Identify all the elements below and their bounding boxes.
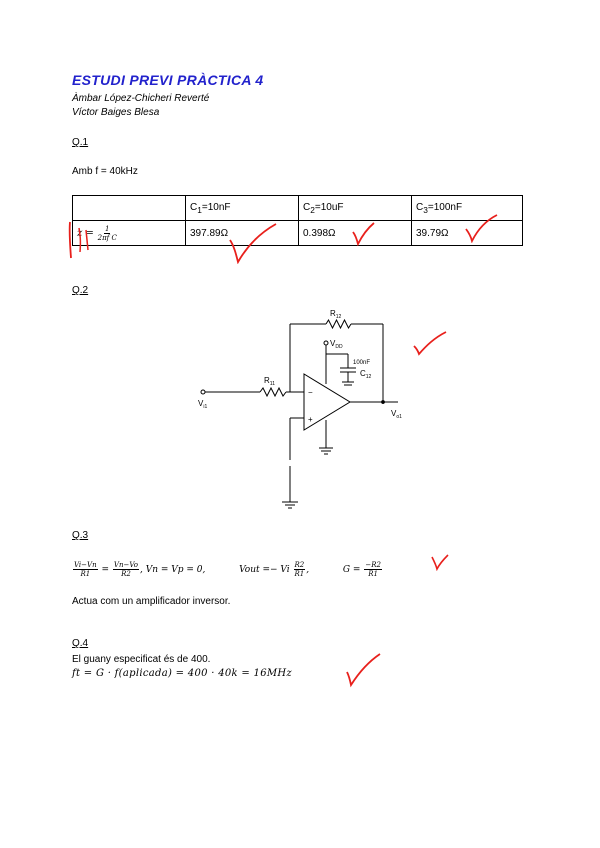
table-row: z = 1 2πf C 397.89Ω 0.398Ω 39.79Ω bbox=[72, 220, 523, 246]
q1-heading: Q.1 bbox=[72, 137, 89, 148]
vin-terminal bbox=[200, 389, 206, 395]
table-corner-cell bbox=[72, 195, 186, 221]
checkmark-icon bbox=[229, 223, 277, 264]
impedance-table: C1=10nF C2=10uF C3=100nF z = 1 2πf C 397… bbox=[72, 195, 523, 246]
impedance-formula-label: z = bbox=[77, 227, 94, 239]
table-header-c2: C2=10uF bbox=[298, 195, 412, 221]
checkmark-icon bbox=[465, 214, 498, 243]
table-value-c2: 0.398Ω bbox=[298, 220, 412, 246]
inverting-amplifier-schematic: R12 R11 VDD 100nF C12 Vi1 Vo1 − + bbox=[198, 309, 402, 509]
document-title: ESTUDI PREVI PRÀCTICA 4 bbox=[72, 72, 264, 88]
table-header-row: C1=10nF C2=10uF C3=100nF bbox=[72, 195, 523, 221]
r12-resistor bbox=[325, 318, 352, 330]
q4-heading: Q.4 bbox=[72, 638, 89, 649]
handwritten-brackets-mark bbox=[68, 221, 89, 259]
q4-text: El guany especificat és de 400. bbox=[72, 654, 211, 665]
cap-value-label: 100nF bbox=[353, 360, 370, 366]
opamp-triangle bbox=[303, 373, 351, 431]
table-header-c3: C3=100nF bbox=[411, 195, 523, 221]
q3-heading: Q.3 bbox=[72, 530, 89, 541]
c12-label: C12 bbox=[360, 369, 372, 380]
r11-label: R11 bbox=[264, 376, 275, 387]
checkmark-icon bbox=[352, 222, 375, 246]
checkmark-icon bbox=[431, 554, 449, 571]
vout-label: Vo1 bbox=[391, 409, 402, 420]
r12-label: R12 bbox=[330, 309, 342, 320]
r11-resistor bbox=[259, 386, 287, 398]
q3-note: Actua com un amplificador inversor. bbox=[72, 596, 231, 607]
q4-formula: ft = G · f(aplicada) = 400 · 40k = 16MHz bbox=[72, 668, 293, 679]
vin-label: Vi1 bbox=[198, 399, 207, 410]
author-1: Àmbar López-Chicheri Reverté bbox=[72, 93, 210, 104]
author-2: Víctor Baiges Blesa bbox=[72, 107, 160, 118]
q2-heading: Q.2 bbox=[72, 285, 89, 296]
table-header-c1: C1=10nF bbox=[185, 195, 299, 221]
q1-intro: Amb f = 40kHz bbox=[72, 166, 138, 177]
inverting-input-sign: − bbox=[308, 388, 313, 397]
checkmark-icon bbox=[413, 331, 447, 356]
impedance-formula: 1 2πf C bbox=[97, 224, 117, 242]
noninverting-input-sign: + bbox=[308, 415, 313, 424]
table-row-label: z = 1 2πf C bbox=[72, 220, 186, 246]
vdd-label: VDD bbox=[330, 339, 343, 350]
checkmark-icon bbox=[346, 653, 381, 688]
table-value-c3: 39.79Ω bbox=[411, 220, 523, 246]
table-value-c1: 397.89Ω bbox=[185, 220, 299, 246]
